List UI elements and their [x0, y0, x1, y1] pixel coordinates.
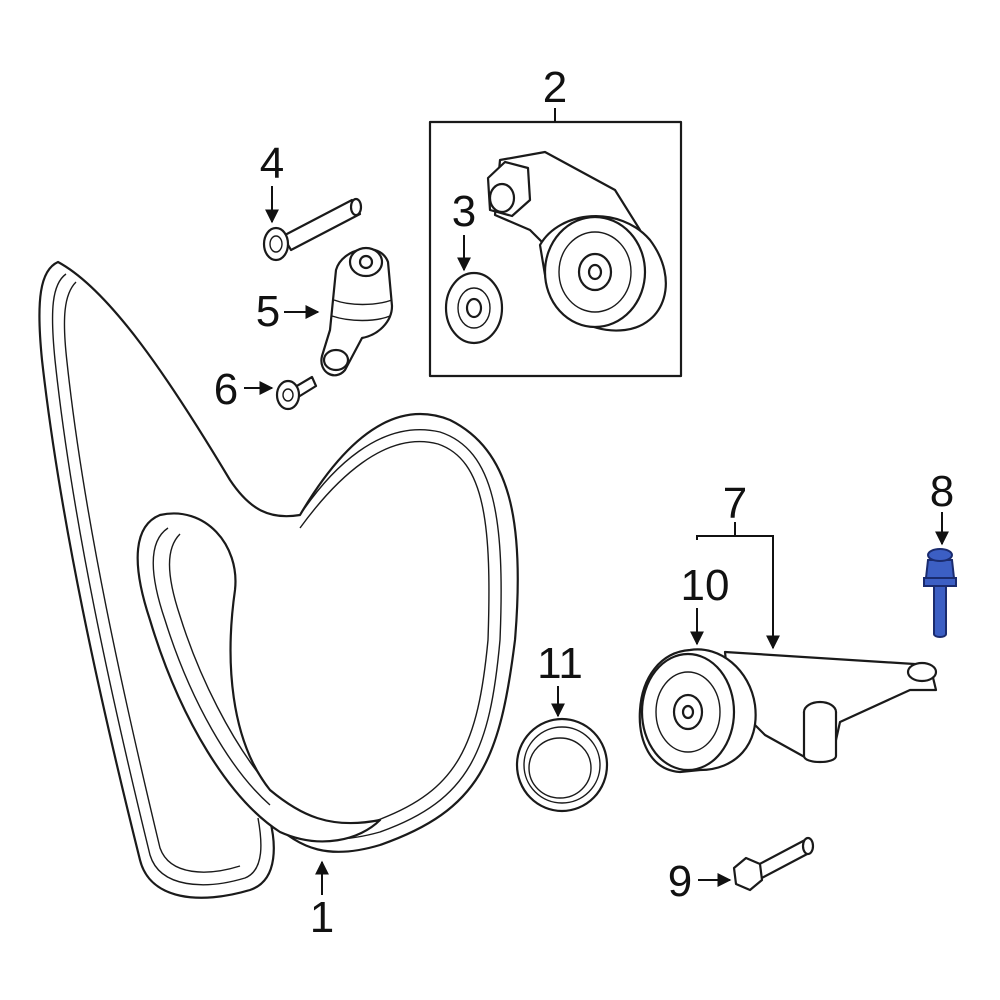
callout-6: 6: [214, 365, 238, 414]
callout-2: 2: [543, 63, 567, 112]
callout-7: 7: [723, 479, 747, 528]
leader-lines: [244, 186, 949, 895]
callout-1: 1: [310, 893, 334, 942]
belt-tensioner-assembly[interactable]: [486, 150, 667, 332]
callout-8: 8: [930, 467, 954, 516]
callout-10: 10: [681, 561, 730, 610]
callout-9: 9: [668, 857, 692, 906]
tensioner-strut[interactable]: [320, 246, 394, 377]
serpentine-belt[interactable]: [38, 260, 519, 899]
callout-3: 3: [452, 187, 476, 236]
idler-bracket[interactable]: [723, 650, 938, 764]
callout-5: 5: [256, 287, 280, 336]
pulley-cover[interactable]: [515, 717, 609, 813]
dust-shield[interactable]: [444, 271, 504, 345]
callout-4: 4: [260, 139, 284, 188]
bracket-bolt-highlighted[interactable]: [923, 548, 957, 638]
idler-pulley[interactable]: [638, 648, 757, 774]
callout-11: 11: [537, 639, 583, 688]
strut-bolt[interactable]: [275, 375, 318, 411]
tensioner-assembly-box[interactable]: [428, 108, 683, 378]
idler-bolt[interactable]: [732, 836, 815, 892]
tensioner-bolt[interactable]: [262, 197, 363, 262]
